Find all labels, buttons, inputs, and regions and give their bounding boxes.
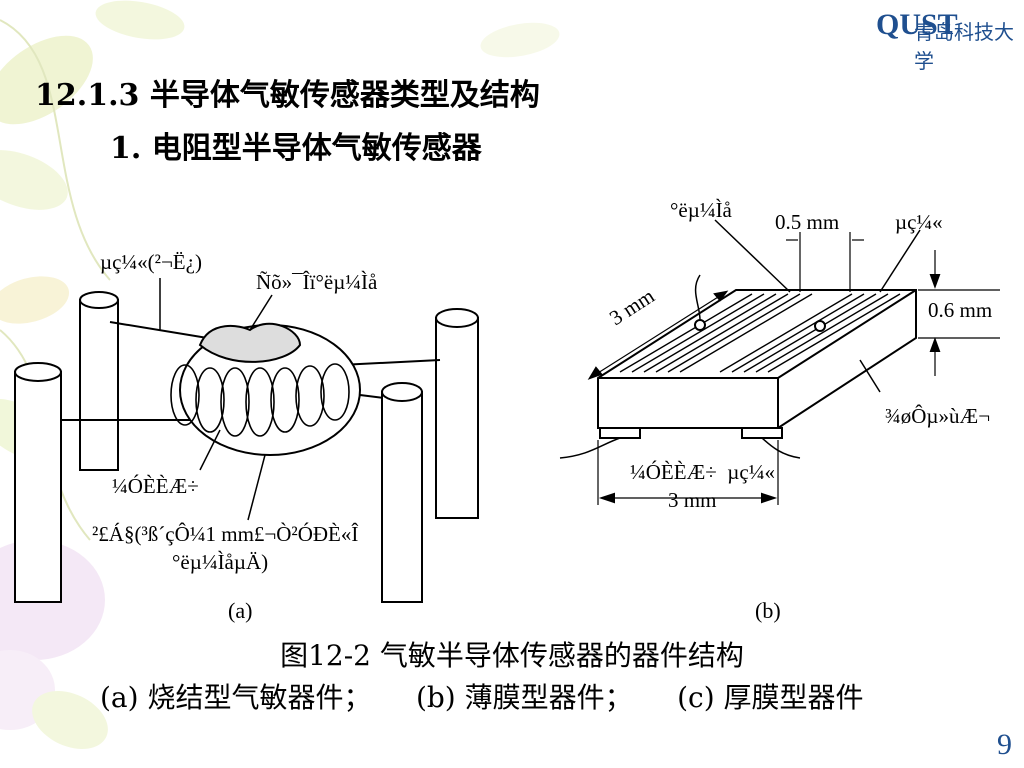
film-stripes — [619, 293, 901, 373]
figure-a-drawing — [14, 278, 479, 603]
label-substrate: ¾øÔµ»ùÆ¬ — [885, 404, 991, 428]
label-heater-a: ¼ÓÈÈÆ÷ — [112, 474, 199, 498]
subsection-title: 1. 电阻型半导体气敏传感器 — [110, 131, 482, 166]
post-right-front — [381, 382, 423, 603]
section-title: 12.1.3 半导体气敏传感器类型及结构 — [35, 78, 540, 113]
figure-caption: 图12-2 气敏半导体传感器的器件结构 — [280, 639, 744, 672]
subfigure-a-label: (a) — [228, 598, 253, 623]
heater-coil — [170, 363, 350, 437]
sensor-structure-figure — [14, 219, 1000, 603]
label-length-dim: 3 mm — [668, 488, 717, 512]
label-semiconductor: °ëµ¼Ìå — [670, 198, 732, 222]
label-heater-electrode: ¼ÓÈÈÆ÷ µç¼« — [630, 460, 775, 484]
label-electrode-a: µç¼«(²¬Ë¿) — [100, 250, 202, 274]
post-right-back — [435, 308, 479, 519]
label-glass-line1: ²£Á§(³ß´çÔ¼1 mm£¬Ò²ÓÐÈ«Î — [92, 522, 359, 546]
post-left-front — [14, 362, 62, 603]
figure-caption-subitems: (a) 烧结型气敏器件； (b) 薄膜型器件； (c) 厚膜型器件 — [100, 681, 864, 714]
subfigure-b-label: (b) — [755, 598, 781, 623]
label-width-dim: 0.5 mm — [775, 210, 840, 234]
logo-mark: QUST — [876, 8, 958, 41]
page-number: 9 — [997, 728, 1012, 761]
label-sintered-oxide: Ñõ»¯Îï°ëµ¼Ìå — [256, 270, 378, 294]
label-electrode-b: µç¼« — [895, 210, 943, 234]
post-left-back — [79, 291, 119, 471]
figure-b-drawing — [559, 219, 1000, 505]
logo-text: 青岛科技大学 — [914, 20, 1014, 73]
label-height-dim: 0.6 mm — [928, 298, 993, 322]
label-glass-line2: °ëµ¼ÌåµÄ) — [172, 550, 269, 574]
university-logo: QUST 青岛科技大学 — [876, 6, 1016, 73]
